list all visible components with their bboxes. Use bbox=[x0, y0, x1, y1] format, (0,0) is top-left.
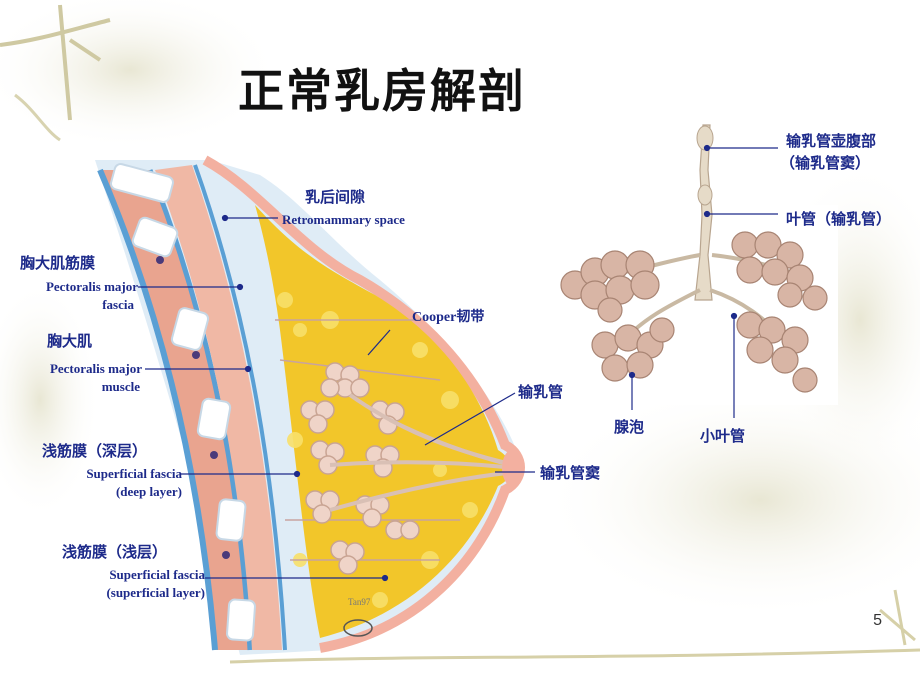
label-pect-muscle-en-line2: muscle bbox=[101, 379, 140, 394]
page-number: 5 bbox=[873, 612, 882, 629]
label-alveolus: 腺泡 bbox=[614, 418, 645, 436]
label-sf-deep-en-line2: (deep layer) bbox=[115, 484, 182, 499]
label-sf-superficial-en-line2: (superficial layer) bbox=[106, 585, 205, 600]
label-retromammary-en: Retromammary space bbox=[282, 212, 405, 227]
label-lactiferous-sinus: 输乳管窦 bbox=[540, 464, 601, 482]
label-pect-fascia-en-line1: Pectoralis major bbox=[45, 279, 138, 294]
label-lobar-duct: 叶管（输乳管） bbox=[786, 210, 892, 228]
label-ampulla-line2: （输乳管窦） bbox=[780, 154, 871, 172]
label-sf-superficial-en-line1: Superficial fascia bbox=[109, 567, 205, 582]
label-sf-superficial-cn: 浅筋膜（浅层） bbox=[62, 543, 168, 561]
label-lobular-duct: 小叶管 bbox=[700, 427, 746, 445]
label-pect-fascia-cn: 胸大肌筋膜 bbox=[20, 254, 96, 272]
label-cooper-ligament: Cooper韧带 bbox=[412, 310, 485, 325]
label-sf-deep-cn: 浅筋膜（深层） bbox=[42, 442, 148, 460]
label-retromammary-cn: 乳后间隙 bbox=[305, 188, 366, 206]
label-sf-deep-en-line1: Superficial fascia bbox=[86, 466, 182, 481]
svg-text:Tan97: Tan97 bbox=[348, 597, 371, 607]
label-lactiferous-duct: 输乳管 bbox=[518, 383, 564, 401]
slide-title: 正常乳房解剖 bbox=[238, 64, 526, 118]
label-pect-muscle-en-line1: Pectoralis major bbox=[49, 361, 142, 376]
label-pect-muscle-cn: 胸大肌 bbox=[47, 332, 93, 350]
label-ampulla-line1: 输乳管壶腹部 bbox=[786, 132, 877, 150]
label-pect-fascia-en-line2: fascia bbox=[102, 297, 134, 312]
